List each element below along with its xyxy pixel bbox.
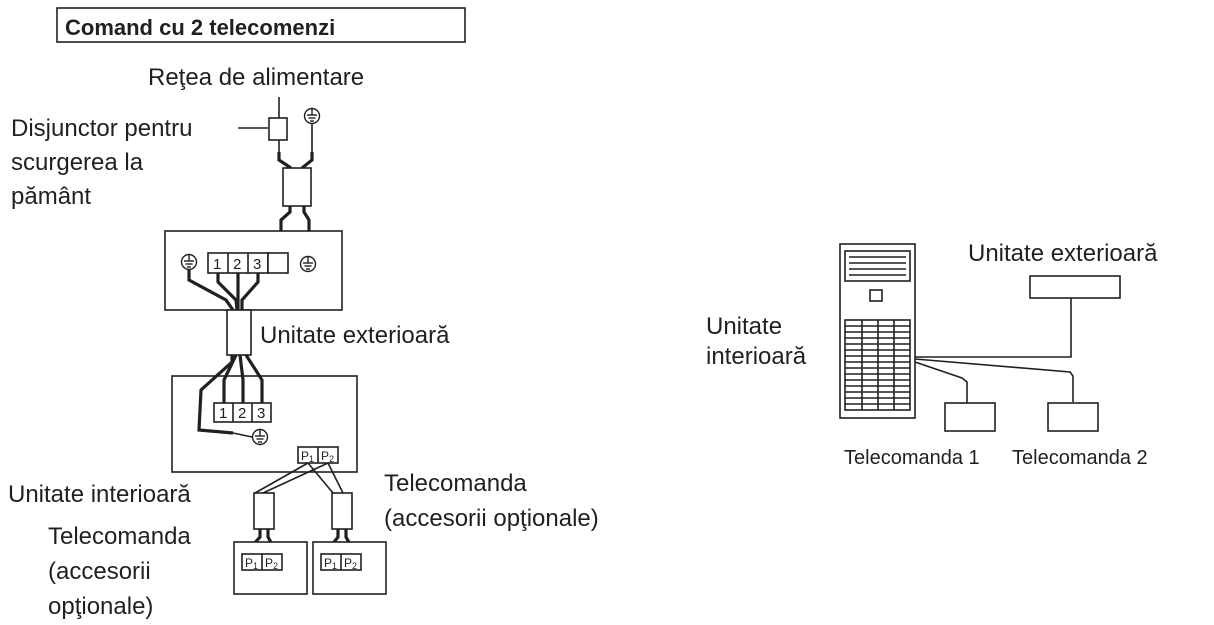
breaker-label-line3: pământ [11,183,91,210]
right-outdoor-unit-box [1029,275,1121,299]
svg-text:P: P [245,556,253,570]
outdoor-unit-box: 1 2 3 [164,230,343,311]
right-outdoor-unit-label: Unitate exterioară [968,240,1158,267]
breaker-symbol [268,117,288,141]
cable-gland [282,167,312,207]
title-text: Comand cu 2 telecomenzi [65,15,335,40]
power-supply-label: Reţea de alimentare [148,64,364,91]
ground-icon [251,428,269,446]
indoor-terminal-2: 2 [238,405,246,422]
ground-icon [180,253,198,271]
remote-controller-2: P 1 P 2 [312,541,387,595]
remote-right-label-line1: Telecomanda [384,470,527,497]
remote-1-conduit [253,492,275,530]
power-supply-wiring [268,97,321,255]
svg-text:1: 1 [309,454,314,464]
right-wiring [914,298,1074,403]
breaker-label-line2: scurgerea la [11,149,144,176]
ground-icon [303,107,321,125]
svg-text:P: P [321,449,329,463]
indoor-terminal-1: 1 [219,405,227,422]
remote-wiring [250,462,353,548]
outdoor-terminal-3: 3 [253,256,261,273]
indoor-terminal-block [213,402,272,423]
remote-right-label-line2: (accesorii opţionale) [384,505,599,532]
svg-text:P: P [344,556,352,570]
outdoor-terminal-2: 2 [233,256,241,273]
svg-text:P: P [265,556,273,570]
right-indoor-unit-label-line1: Unitate [706,313,782,340]
svg-text:P: P [324,556,332,570]
indoor-terminal-3: 3 [257,405,265,422]
louver-panel [844,250,911,282]
right-remote-1-box [944,402,996,432]
remote-left-label-line2: (accesorii [48,558,151,585]
right-remote-2-label: Telecomanda 2 [1012,447,1148,469]
remote-left-label-line3: opţionale) [48,593,153,620]
right-remote-2-box [1047,402,1099,432]
indoor-unit-cabinet [839,243,916,419]
right-indoor-unit-label-line2: interioară [706,343,807,370]
interconnect-conduit [226,309,252,356]
ground-icon [299,255,317,273]
breaker-label-line1: Disjunctor pentru [11,115,192,142]
svg-text:2: 2 [273,561,278,571]
svg-text:2: 2 [352,561,357,571]
svg-text:1: 1 [253,561,258,571]
indoor-unit-label: Unitate interioară [8,481,191,508]
svg-text:2: 2 [329,454,334,464]
svg-text:P: P [301,449,309,463]
indoor-unit-box: 1 2 3 P 1 P 2 [171,354,358,473]
title-box: Comand cu 2 telecomenzi [56,7,466,43]
display-window [869,289,883,302]
outdoor-terminal-1: 1 [213,256,221,273]
svg-text:1: 1 [332,561,337,571]
remote-2-conduit [331,492,353,530]
remote-left-label-line1: Telecomanda [48,523,191,550]
remote-controller-1: P 1 P 2 [233,541,308,595]
outdoor-unit-label: Unitate exterioară [260,322,450,349]
right-remote-1-label: Telecomanda 1 [844,447,980,469]
